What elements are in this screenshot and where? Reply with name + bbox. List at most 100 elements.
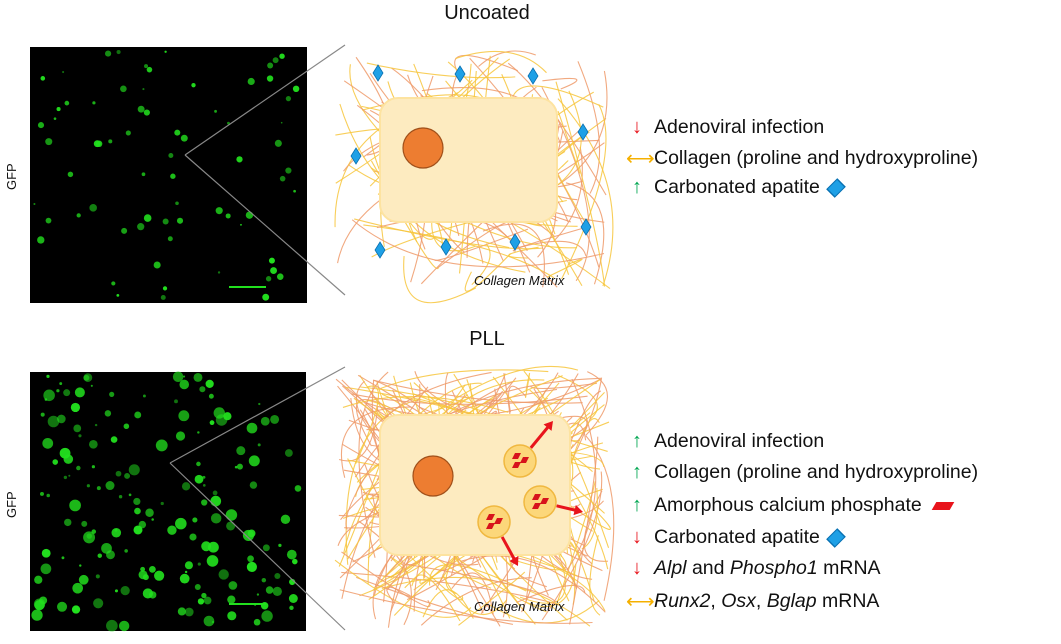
cell-dot — [175, 431, 186, 441]
cell-dot — [108, 139, 113, 144]
cell-dot — [292, 85, 300, 93]
cell-dot — [43, 389, 55, 402]
cell-dot — [279, 53, 285, 59]
cell-dot — [225, 509, 238, 521]
collagen-fiber — [386, 586, 411, 604]
collagen-fiber — [355, 576, 514, 625]
carbonated-apatite-diamond — [527, 67, 539, 85]
effect-item: ↓Adenoviral infection — [626, 116, 824, 139]
acp-particle — [520, 457, 529, 463]
cell-dot — [69, 499, 81, 512]
collagen-fiber — [403, 256, 477, 304]
cell-dot — [148, 565, 156, 573]
cell-dot — [280, 121, 283, 124]
cell-dot — [203, 596, 212, 605]
cell-dot — [140, 566, 146, 572]
release-arrowhead — [573, 505, 583, 516]
cell-dot — [246, 422, 258, 434]
collagen-fiber — [530, 382, 597, 390]
nucleus — [412, 455, 454, 497]
cell-dot — [180, 134, 188, 142]
cell-dot — [201, 592, 207, 599]
collagen-fiber — [338, 406, 379, 462]
cell-dot — [138, 520, 147, 529]
collagen-fiber — [565, 182, 605, 285]
cell-dot — [178, 410, 190, 422]
cell-dot — [118, 495, 123, 499]
cell-dot — [68, 474, 71, 477]
down-arrow-icon: ↓ — [632, 526, 642, 548]
cell-dot — [225, 213, 231, 219]
cell-dot — [40, 76, 46, 81]
cell-dot — [184, 561, 193, 570]
cell-dot — [284, 449, 293, 457]
collagen-fiber — [363, 224, 555, 279]
effect-item: ↑Carbonated apatite — [626, 176, 846, 199]
effect-item: ⟷Runx2, Osx, Bglap mRNA — [626, 590, 880, 613]
parallelogram-icon — [931, 501, 955, 510]
cell-dot — [37, 236, 45, 244]
collagen-fiber — [557, 98, 614, 287]
cell-dot — [33, 202, 36, 206]
cell-dot — [128, 464, 140, 476]
cell-dot — [153, 261, 161, 269]
cell-dot — [106, 619, 118, 632]
cell-dot — [261, 577, 267, 583]
cell-dot — [63, 389, 71, 397]
zoom-line — [184, 44, 346, 156]
cell-dot — [227, 611, 237, 621]
cell-dot — [63, 475, 68, 480]
cell-dot — [31, 609, 43, 621]
cell-dot — [160, 501, 164, 506]
cell-dot — [142, 88, 145, 91]
cell-dot — [217, 271, 221, 274]
cell-dot — [40, 563, 52, 575]
collagen-fiber — [562, 415, 588, 457]
collagen-matrix-label: Collagen Matrix — [474, 273, 565, 288]
cell-dot — [227, 121, 230, 125]
collagen-fiber — [566, 378, 597, 571]
cell-dot — [170, 173, 176, 179]
cell-dot — [64, 100, 70, 106]
up-arrow-icon: ↑ — [632, 176, 642, 198]
cell-dot — [270, 267, 278, 274]
cell-dot — [83, 373, 93, 382]
cell-dot — [78, 434, 82, 438]
cell-dot — [105, 481, 115, 491]
panel-title-uncoated: Uncoated — [444, 2, 530, 24]
cell-dot — [274, 139, 282, 147]
cell-dot — [109, 391, 115, 397]
cell-dot — [118, 620, 130, 632]
cell-dot — [197, 431, 200, 434]
collagen-fiber — [339, 589, 593, 624]
cell-dot — [134, 507, 141, 515]
cell-dot — [120, 85, 127, 93]
cell-dot — [262, 544, 270, 552]
cell-dot — [73, 424, 82, 433]
cell-dot — [86, 533, 92, 539]
cell-dot — [182, 375, 186, 378]
up-arrow-icon: ↑ — [632, 461, 642, 483]
up-arrow-icon: ↑ — [632, 494, 642, 516]
release-arrow — [500, 536, 517, 562]
vesicle — [523, 485, 557, 519]
cell-dot — [212, 490, 218, 496]
cell-dot — [215, 207, 223, 215]
collagen-fiber — [351, 219, 605, 268]
collagen-fiber — [581, 487, 598, 550]
collagen-fiber — [555, 81, 606, 287]
cell-dot — [167, 525, 177, 535]
collagen-fiber — [458, 571, 526, 626]
cell-dot — [203, 615, 215, 627]
effect-item: ⟷Collagen (proline and hydroxyproline) — [626, 147, 979, 170]
cell-dot — [202, 484, 206, 487]
collagen-fiber — [585, 371, 609, 436]
cell-dot — [34, 575, 43, 584]
collagen-fiber — [516, 240, 587, 256]
cell-dot — [47, 415, 60, 428]
effect-item: ↓Carbonated apatite — [626, 526, 846, 549]
cell-dot — [94, 423, 98, 427]
cell-dot — [89, 439, 98, 449]
cell-dot — [53, 117, 57, 120]
cell-dot — [272, 586, 282, 597]
